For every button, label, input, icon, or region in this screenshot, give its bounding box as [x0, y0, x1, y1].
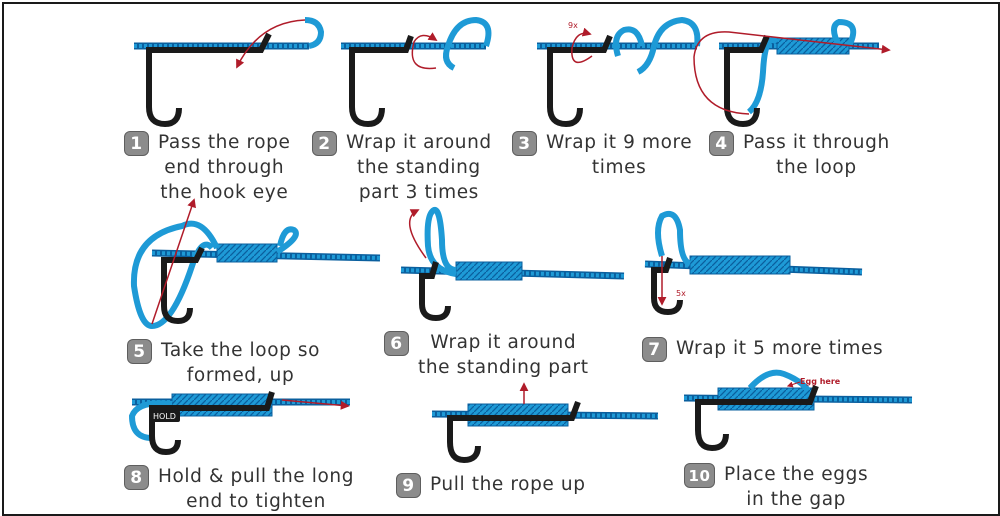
step-9-line-1: Pull the rope up: [430, 474, 586, 495]
arrow-icon: [693, 31, 891, 115]
hold-label: HOLD: [153, 412, 176, 421]
step-4-badge: 4: [709, 131, 734, 156]
step-2-line-2: the standing: [357, 157, 481, 178]
step-10-caption: 10 Place the eggs in the gap: [684, 462, 868, 512]
step-9-caption: 9 Pull the rope up: [396, 472, 586, 498]
step-7-caption: 7 Wrap it 5 more times: [642, 336, 883, 362]
rope-icon: [134, 17, 325, 50]
arrow-icon: [411, 32, 438, 70]
arrow-icon: [786, 381, 801, 388]
rope-icon: [537, 16, 701, 75]
step-6-caption: 6 Wrap it around the standing part: [384, 330, 589, 380]
hold-tag: [150, 410, 180, 422]
hook-icon: [419, 261, 451, 322]
step-10-illustration: Egg here: [683, 369, 913, 452]
wraps-5-label: 5x: [676, 289, 686, 298]
wraps-9-label: 9x: [568, 21, 578, 30]
step-10-line-1: Place the eggs: [724, 464, 869, 485]
step-6-badge: 6: [384, 331, 409, 356]
step-10-line-2: in the gap: [746, 489, 847, 510]
step-2-caption: 2 Wrap it around the standing part 3 tim…: [312, 130, 492, 205]
step-5-badge: 5: [127, 339, 152, 364]
step-2-illustration: [341, 16, 492, 128]
egg-here-label: Egg here: [800, 377, 841, 386]
hook-icon: [161, 246, 205, 325]
step-7-line-1: Wrap it 5 more times: [676, 338, 884, 359]
step-1-caption: 1 Pass the rope end through the hook eye: [124, 130, 291, 205]
step-3-line-1: Wrap it 9 more: [546, 132, 693, 153]
hook-icon: [547, 34, 613, 128]
rope-icon: [130, 220, 381, 329]
hook-icon: [695, 384, 819, 452]
step-8-badge: 8: [124, 465, 149, 490]
step-6-line-1: Wrap it around: [430, 332, 577, 353]
step-1-line-1: Pass the rope: [158, 132, 291, 153]
step-2-badge: 2: [312, 131, 337, 156]
step-5-line-2: formed, up: [186, 365, 295, 386]
step-9-illustration: [431, 382, 659, 464]
step-4-line-2: the loop: [776, 157, 857, 178]
rope-icon: [341, 16, 492, 71]
step-5-illustration: [130, 198, 381, 329]
step-8-illustration: HOLD: [128, 391, 350, 456]
hook-icon: [447, 400, 581, 464]
hook-icon: [349, 34, 414, 128]
rope-icon: [644, 210, 863, 276]
arrow-icon: [151, 198, 196, 325]
step-10-badge: 10: [684, 463, 715, 488]
step-1-line-2: end through: [164, 157, 285, 178]
step-4-line-1: Pass it through: [743, 132, 890, 153]
step-8-line-2: end to tighten: [186, 491, 326, 512]
hook-icon: [149, 391, 275, 456]
step-5-caption: 5 Take the loop so formed, up: [127, 338, 320, 388]
step-3-illustration: 9x: [537, 16, 701, 128]
step-2-line-3: part 3 times: [358, 182, 479, 203]
step-1-line-3: the hook eye: [160, 182, 289, 203]
arrow-icon: [236, 19, 306, 69]
arrow-icon: [281, 399, 350, 410]
arrow-icon: [409, 209, 427, 259]
hook-icon: [146, 32, 272, 128]
step-8-caption: 8 Hold & pull the long end to tighten: [124, 464, 354, 514]
step-4-illustration: [693, 18, 891, 128]
step-3-caption: 3 Wrap it 9 more times: [512, 130, 692, 180]
rope-icon: [719, 18, 879, 115]
step-1-illustration: [134, 17, 325, 128]
step-3-line-2: times: [591, 157, 647, 178]
step-6-line-2: the standing part: [418, 357, 589, 378]
hook-icon: [651, 257, 683, 316]
arrow-icon: [571, 27, 593, 64]
step-5-line-1: Take the loop so: [161, 340, 321, 361]
rope-icon: [400, 206, 625, 281]
step-7-illustration: 5x: [644, 210, 863, 316]
step-7-badge: 7: [642, 337, 667, 362]
hook-icon: [724, 34, 770, 128]
step-2-line-1: Wrap it around: [346, 132, 492, 153]
step-9-badge: 9: [396, 473, 421, 498]
step-3-badge: 3: [512, 131, 537, 156]
step-6-illustration: [400, 206, 625, 322]
step-4-caption: 4 Pass it through the loop: [709, 130, 890, 180]
step-8-line-1: Hold & pull the long: [158, 466, 355, 487]
step-1-badge: 1: [124, 131, 149, 156]
